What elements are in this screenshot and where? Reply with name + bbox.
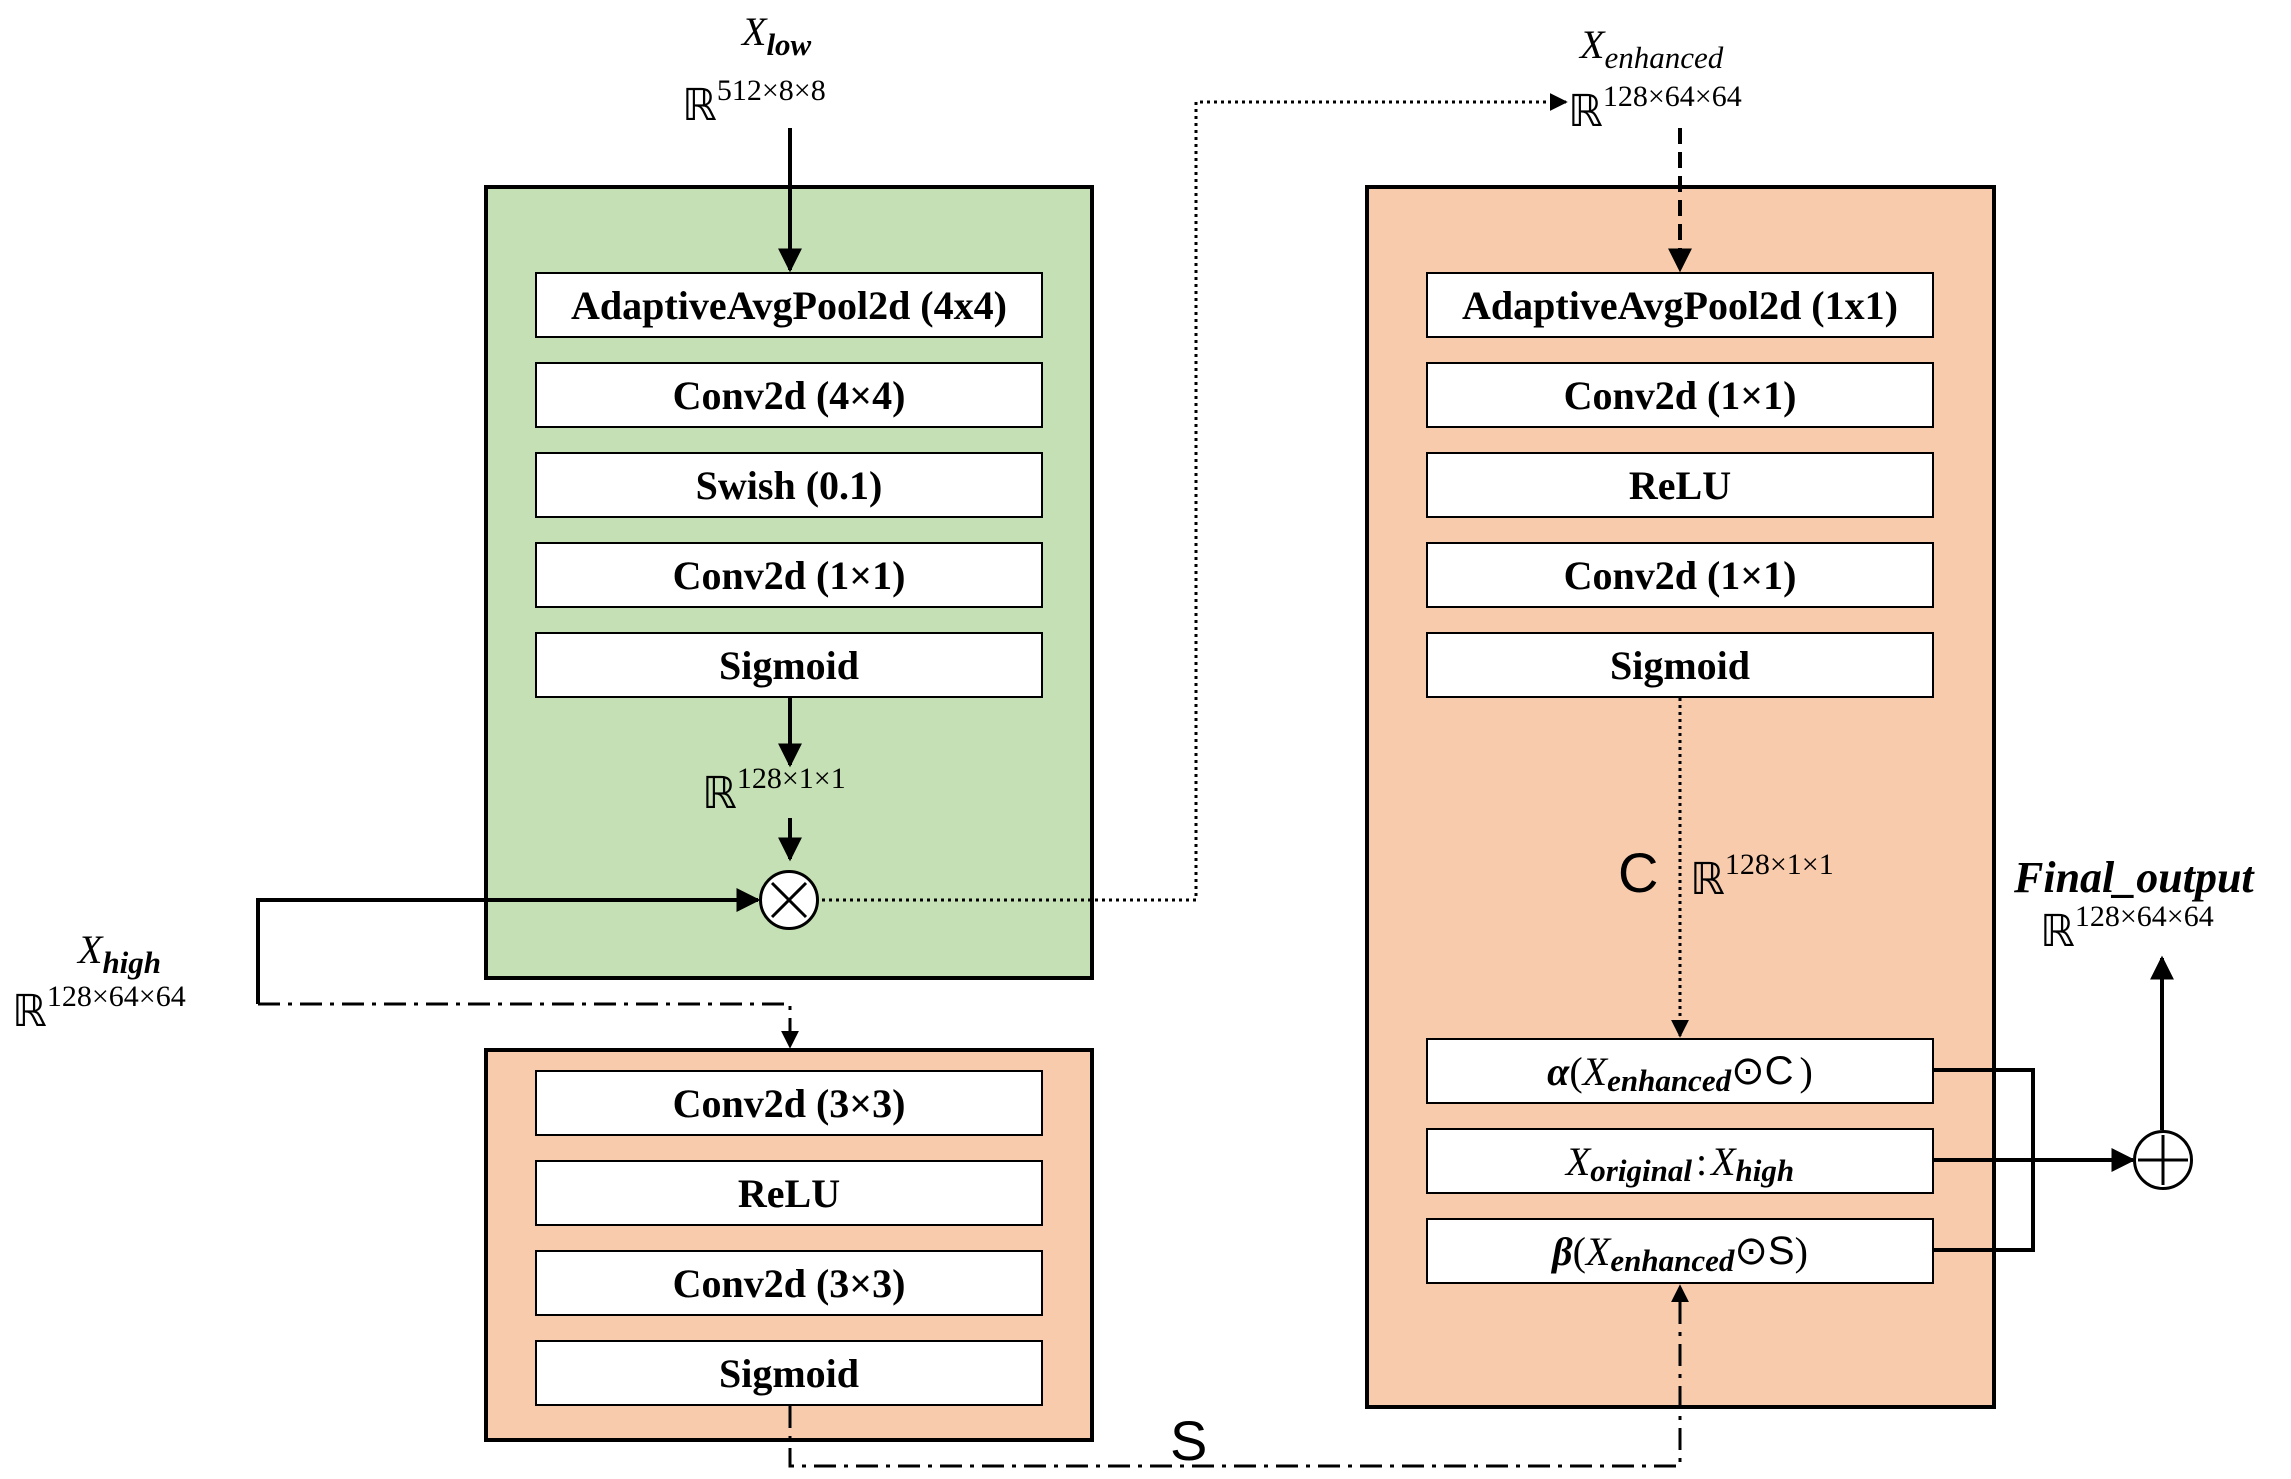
add-icon (2133, 1130, 2193, 1190)
adaptive-avg-pool-1x1-layer: AdaptiveAvgPool2d (1x1) (1426, 272, 1934, 338)
xhigh-label: Xhigh (78, 927, 161, 979)
final-output-space: ℝ (2040, 906, 2075, 957)
close-paren: ) (1799, 1048, 1813, 1094)
high-var: X (1711, 1138, 1736, 1184)
xhigh-to-mult-arrow (256, 888, 761, 1004)
conv2d-1x1-layer-a: Conv2d (1×1) (1426, 362, 1934, 428)
channel-weight-space: ℝ (702, 768, 737, 819)
final-output-dims: 128×64×64 (2074, 900, 2214, 933)
xhigh-dims: 128×64×64 (46, 980, 186, 1013)
xlow-sub: low (766, 27, 812, 62)
conv2d-1x1-layer-b: Conv2d (1×1) (1426, 542, 1934, 608)
enhanced-sub-b: enhanced (1610, 1243, 1735, 1278)
xlow-label: Xlow (742, 9, 811, 61)
xhigh-shape: ℝ128×64×64 (12, 982, 186, 1034)
c-label: C (1618, 841, 1659, 904)
conv2d-3x3-layer: Conv2d (3×3) (535, 1070, 1043, 1136)
open-paren: ( (1569, 1048, 1583, 1094)
enhanced-var-b: X (1585, 1228, 1611, 1274)
sigmoid-layer-right: Sigmoid (1426, 632, 1934, 698)
odot-symbol-b: ⊙ (1734, 1228, 1768, 1274)
xenhanced-sub: enhanced (1604, 40, 1724, 75)
xenhanced-space: ℝ (1568, 86, 1603, 137)
multiply-icon (759, 870, 819, 930)
original-var: X (1565, 1138, 1591, 1184)
colon: : (1695, 1138, 1708, 1184)
xhigh-var: X (78, 927, 103, 972)
xhigh-space: ℝ (12, 986, 47, 1037)
enhanced-var: X (1582, 1048, 1608, 1094)
open-paren-b: ( (1572, 1228, 1586, 1274)
xenhanced-shape: ℝ128×64×64 (1568, 82, 1742, 134)
beta-symbol: β (1552, 1228, 1573, 1274)
c-dims: 128×1×1 (1724, 848, 1834, 881)
xenhanced-dims: 128×64×64 (1602, 80, 1742, 113)
channel-weight-shape: ℝ128×1×1 (702, 764, 846, 816)
xhigh-sub: high (102, 945, 162, 980)
xhigh-to-spatial-arrow (258, 1002, 799, 1049)
original-sub: original (1590, 1153, 1692, 1188)
xenhanced-var: X (1580, 22, 1605, 67)
alpha-symbol: α (1547, 1048, 1570, 1094)
final-output-label: Final_output (2014, 853, 2254, 902)
xlow-dims: 512×8×8 (716, 74, 826, 107)
conv2d-1x1-layer: Conv2d (1×1) (535, 542, 1043, 608)
sigmoid-layer-spatial: Sigmoid (535, 1340, 1043, 1406)
s-path-arrow (788, 1284, 1689, 1468)
relu-layer-right: ReLU (1426, 452, 1934, 518)
high-sub: high (1735, 1153, 1795, 1188)
conv2d-3x3-layer-2: Conv2d (3×3) (535, 1250, 1043, 1316)
c-space: ℝ (1690, 854, 1725, 905)
s-symbol: S (1767, 1228, 1795, 1273)
enhanced-sub: enhanced (1607, 1063, 1732, 1098)
c-symbol: C (1764, 1048, 1794, 1093)
xlow-var: X (742, 9, 767, 54)
mult-to-enhanced-arrow (822, 93, 1568, 902)
xlow-shape: ℝ512×8×8 (682, 76, 826, 128)
conv2d-4x4-layer: Conv2d (4×4) (535, 362, 1043, 428)
xenhanced-label: Xenhanced (1580, 22, 1723, 74)
final-output-shape: ℝ128×64×64 (2040, 902, 2214, 954)
sigmoid-layer: Sigmoid (535, 632, 1043, 698)
s-label: S (1170, 1409, 1208, 1472)
close-paren-b: ) (1794, 1228, 1808, 1274)
adaptive-avg-pool-4x4-layer: AdaptiveAvgPool2d (4x4) (535, 272, 1043, 338)
swish-layer: Swish (0.1) (535, 452, 1043, 518)
channel-weight-dims: 128×1×1 (736, 762, 846, 795)
c-shape: ℝ128×1×1 (1690, 850, 1834, 902)
relu-layer: ReLU (535, 1160, 1043, 1226)
odot-symbol: ⊙ (1731, 1048, 1765, 1094)
xlow-space: ℝ (682, 80, 717, 131)
